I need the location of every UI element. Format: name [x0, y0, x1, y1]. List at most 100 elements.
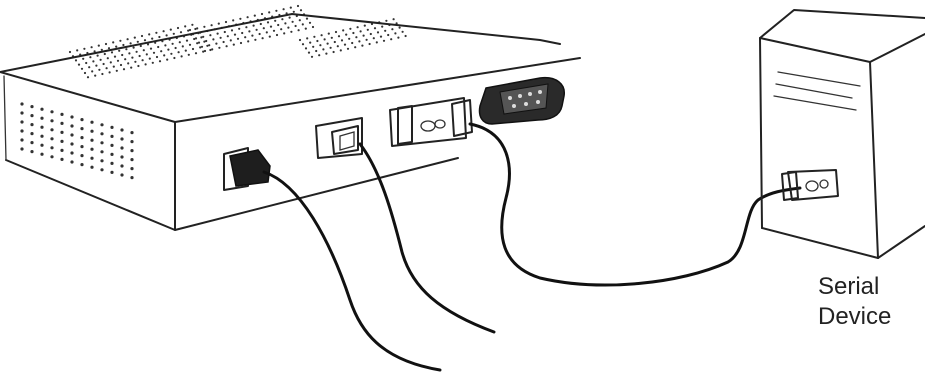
vent-dot — [20, 138, 24, 142]
vent-dot — [323, 38, 326, 41]
vent-dot — [365, 38, 368, 41]
vent-dot — [130, 131, 134, 135]
vent-dot — [103, 52, 106, 56]
vent-dot — [120, 155, 124, 159]
vent-dot — [217, 22, 220, 25]
vent-dot — [100, 141, 104, 145]
vent-dot — [80, 118, 84, 122]
vent-dot — [188, 28, 192, 32]
vent-dot — [223, 30, 226, 34]
vent-dot — [225, 45, 228, 48]
vent-dot — [401, 30, 404, 33]
vent-dot — [83, 47, 86, 50]
vent-dot — [95, 64, 98, 67]
vent-dot — [333, 40, 336, 44]
vent-dot — [194, 52, 198, 55]
vent-dot — [112, 41, 115, 44]
vent-dot — [247, 40, 250, 43]
vent-dot — [305, 17, 309, 20]
vent-dot — [70, 133, 74, 137]
vent-dot — [230, 29, 234, 32]
vent-dot — [30, 114, 34, 118]
vent-dot — [345, 33, 348, 36]
vent-dot — [352, 31, 355, 35]
vent-dot — [287, 26, 290, 29]
vent-dot — [80, 163, 84, 167]
vent-dot — [100, 159, 104, 163]
vent-dot — [330, 36, 333, 39]
vent-dot — [89, 56, 92, 59]
vent-dot — [326, 42, 329, 45]
vent-dot — [372, 37, 375, 40]
vent-dot — [120, 164, 124, 168]
vent-dot — [104, 42, 108, 46]
vent-dot — [126, 38, 129, 41]
vent-dot — [164, 44, 167, 47]
vent-dot — [311, 25, 315, 29]
vent-dot — [132, 46, 135, 49]
vent-dot — [343, 43, 347, 46]
vent-dot — [77, 63, 81, 66]
vent-dot — [277, 23, 280, 27]
vent-dot — [70, 151, 74, 155]
vent-dot — [206, 44, 209, 47]
vent-dot — [239, 41, 243, 45]
vent-dot — [90, 120, 94, 124]
vent-dot — [219, 36, 222, 39]
vent-dot — [40, 116, 44, 120]
vent-dot — [306, 37, 309, 40]
vent-dot — [178, 41, 181, 44]
vent-dot — [316, 39, 319, 43]
vent-dot — [40, 134, 44, 138]
vent-dot — [362, 34, 365, 37]
vent-dot — [325, 52, 328, 55]
vent-dot — [137, 64, 140, 68]
vent-dot — [246, 16, 249, 19]
vent-dot — [141, 59, 144, 62]
vent-dot — [124, 58, 127, 61]
vent-dot — [222, 40, 225, 44]
vent-dot — [60, 112, 64, 116]
vent-dot — [90, 165, 94, 169]
vent-dot — [88, 66, 91, 69]
vent-dot — [171, 42, 174, 45]
vent-dot — [97, 44, 100, 47]
vent-dot — [248, 30, 251, 33]
vent-dot — [143, 39, 147, 42]
vent-dot — [142, 49, 145, 52]
vent-dot — [90, 129, 94, 133]
vent-dot — [307, 51, 311, 54]
serial-device-label: Serial Device — [818, 272, 908, 332]
vent-dot — [356, 26, 359, 29]
vent-dot — [346, 47, 350, 50]
vent-dot — [151, 61, 154, 64]
vent-dot — [366, 28, 369, 31]
vent-dot — [359, 30, 362, 33]
vent-dot — [122, 68, 126, 71]
vent-dot — [50, 119, 54, 123]
vent-dot — [80, 67, 84, 70]
vent-dot — [179, 31, 183, 34]
vent-dot — [165, 34, 168, 37]
vent-dot — [232, 19, 235, 22]
vent-dot — [236, 37, 240, 40]
vent-dot — [310, 55, 314, 58]
vent-dot — [266, 21, 270, 24]
vent-dot — [82, 57, 85, 60]
vent-dot — [199, 46, 202, 49]
vent-dot — [110, 161, 114, 165]
vent-dot — [122, 43, 125, 47]
vent-dot — [337, 35, 341, 38]
power-port — [223, 147, 271, 191]
vent-dot — [229, 39, 232, 42]
vent-dot — [106, 57, 109, 60]
vent-dot — [202, 50, 205, 53]
vent-dot — [40, 125, 44, 129]
vent-dot — [226, 35, 229, 38]
vent-dot — [290, 30, 293, 33]
vent-dot — [218, 46, 221, 49]
vent-dot — [145, 53, 148, 56]
vent-dot — [20, 102, 24, 106]
vent-dot — [232, 43, 235, 46]
vent-dot — [336, 45, 339, 48]
